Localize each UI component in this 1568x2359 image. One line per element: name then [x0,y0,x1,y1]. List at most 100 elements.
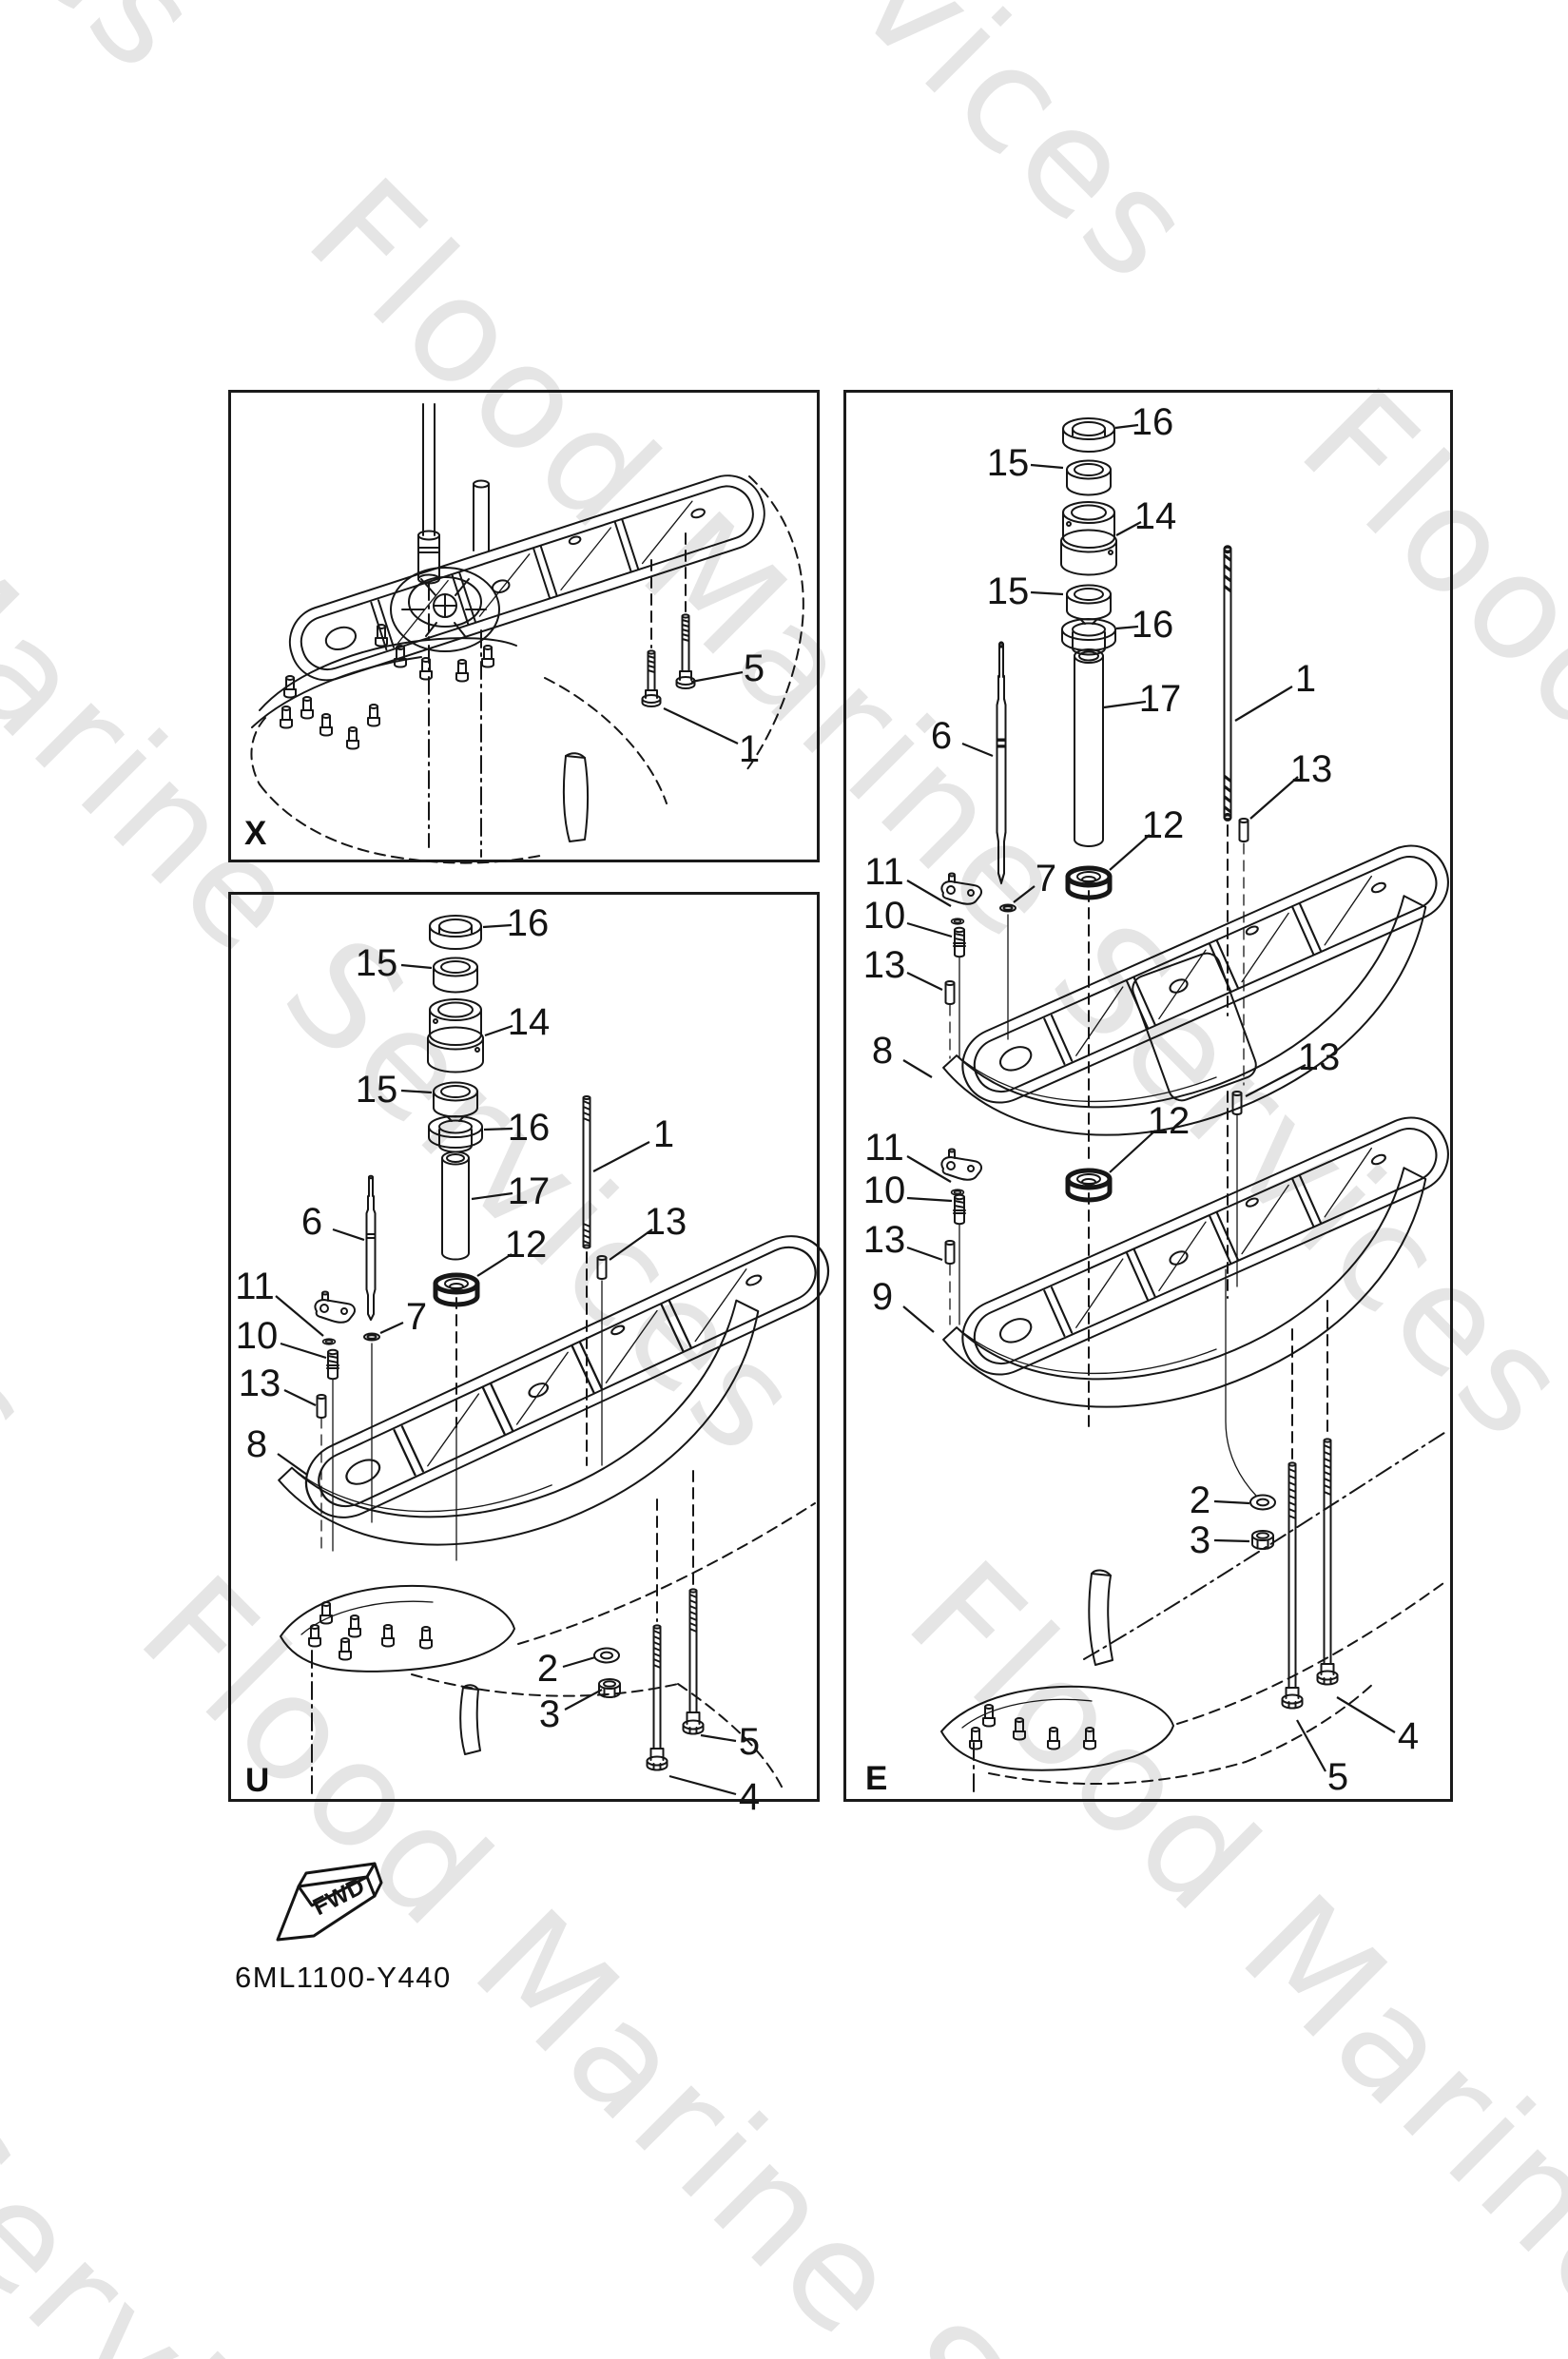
callout-U-8: 8 [245,1423,268,1465]
callout-E-9: 9 [871,1276,894,1318]
gearcase-outline [251,476,803,863]
leader-U-3 [564,1689,603,1711]
leader-E-10 [906,1196,953,1203]
dowel-13-left [316,1394,327,1551]
leader-U-12 [476,1253,513,1277]
bolt-axes [651,533,686,648]
bolt-axes [1292,1301,1327,1459]
leader-E-2 [1213,1499,1250,1505]
callout-U-4: 4 [738,1776,761,1818]
housing-tray-upper [949,832,1462,1116]
callout-E-13: 13 [862,1219,906,1261]
tube-17 [442,1152,469,1260]
water-pump-assembly [375,568,499,683]
leader-X-1 [663,707,739,744]
leader-U-17 [471,1191,513,1201]
gearcase-outline [941,1431,1447,1792]
leader-E-17 [1103,700,1147,709]
callout-U-16: 16 [507,1107,551,1149]
callout-E-8: 8 [871,1030,894,1072]
callout-E-17: 17 [1138,678,1182,720]
stud-feed-line [1226,1269,1256,1496]
callout-U-15: 15 [355,942,398,984]
leader-E-15 [1030,590,1064,596]
pump-tube [474,481,489,858]
callout-E-11: 11 [864,1127,904,1169]
callout-U-11: 11 [235,1266,275,1307]
panel-u-drawing [275,895,842,1799]
panel-x-drawing [231,393,817,860]
leader-E-13 [906,972,943,991]
leader-E-16 [1115,625,1139,630]
leader-U-15 [400,963,433,970]
callout-U-14: 14 [507,1001,551,1043]
leader-U-1 [592,1141,650,1172]
mount-flange [252,638,516,750]
oring-7 [999,903,1016,1040]
callout-X-5: 5 [743,648,765,689]
panel-u-leader-lines [275,923,737,1796]
leader-E-15 [1030,463,1064,470]
callout-E-16: 16 [1131,604,1174,646]
fwd-arrow-main-face [276,1875,377,1942]
tube-17 [1074,649,1103,846]
panel-x-letter: X [244,815,267,852]
leader-E-13 [906,1246,943,1262]
pin-10-upper [953,926,966,1058]
leader-U-11 [275,1295,324,1337]
callout-E-14: 14 [1133,495,1177,537]
leader-E-3 [1213,1538,1250,1543]
callout-E-15: 15 [986,442,1030,484]
leader-E-10 [906,921,953,938]
callout-U-10: 10 [235,1315,279,1357]
callout-E-6: 6 [930,715,953,757]
panel-u-letter: U [245,1762,270,1799]
leader-E-7 [1013,885,1036,903]
leader-E-1 [1234,686,1293,722]
callout-U-13: 13 [238,1363,281,1404]
panel-x-leader-lines [663,670,744,744]
leader-U-15 [400,1089,433,1094]
callout-E-11: 11 [864,851,904,893]
leader-E-16 [1114,423,1139,430]
callout-U-17: 17 [507,1170,551,1212]
leader-X-5 [690,670,744,684]
callout-E-15: 15 [986,570,1030,612]
leader-E-11 [906,880,952,907]
callout-X-1: 1 [738,728,761,770]
leader-E-13 [1245,1064,1307,1097]
callout-E-16: 16 [1131,401,1174,443]
leader-E-12 [1109,834,1151,871]
callout-E-13: 13 [862,944,906,986]
callout-E-1: 1 [1294,658,1317,700]
callout-E-12: 12 [1141,804,1185,846]
leader-U-6 [332,1228,365,1242]
callout-E-13: 13 [1289,748,1333,790]
dowel-13-upper-left [944,980,956,1058]
callout-U-1: 1 [652,1113,675,1155]
callout-E-10: 10 [862,895,906,937]
callout-U-16: 16 [506,902,550,944]
leader-E-11 [906,1155,952,1183]
callout-E-4: 4 [1397,1715,1420,1757]
panel-e-letter: E [865,1760,888,1797]
leader-U-16 [482,923,513,929]
callout-U-13: 13 [644,1201,687,1243]
oring-7 [363,1332,380,1523]
leader-U-5 [700,1733,737,1743]
part-code: 6ML1100-Y440 [235,1961,452,1994]
leader-U-4 [668,1774,737,1796]
callout-E-7: 7 [1035,858,1057,899]
callout-E-5: 5 [1326,1756,1349,1798]
callout-E-2: 2 [1189,1479,1211,1521]
callout-U-6: 6 [300,1201,323,1243]
leader-U-13 [609,1228,653,1261]
callout-U-15: 15 [355,1069,398,1111]
driveshaft [418,404,439,847]
leader-U-8 [277,1453,308,1476]
bolt-axes [657,1471,693,1621]
callout-U-7: 7 [405,1296,428,1338]
fwd-arrow-icon: FWD [276,1862,383,1942]
